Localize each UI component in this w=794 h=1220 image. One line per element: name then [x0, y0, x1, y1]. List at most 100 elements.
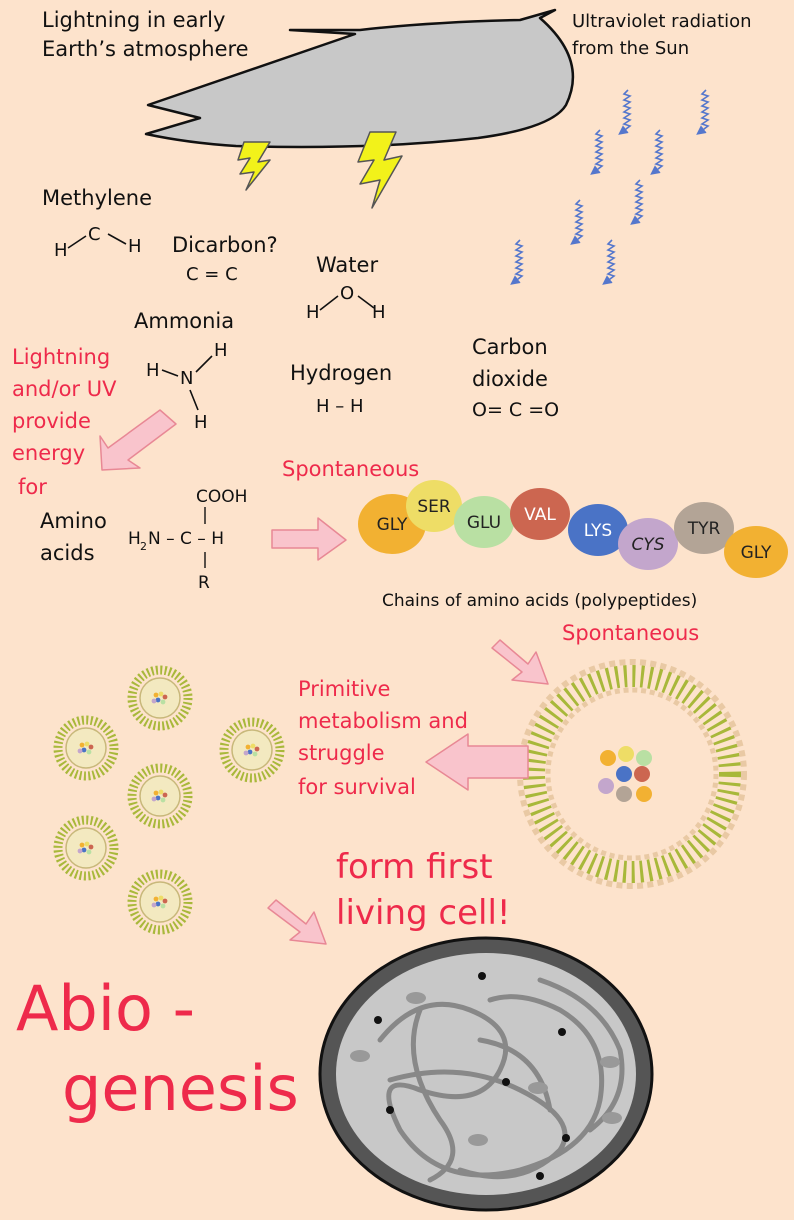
- arrow-left-icon: [425, 733, 529, 791]
- amino-acid-bead-label: GLY: [377, 515, 408, 535]
- co2-label-line-1: Carbon: [472, 335, 548, 359]
- energy-note-line: provide: [12, 409, 91, 433]
- small-vesicle: [58, 720, 114, 776]
- spontaneous-label-1: Spontaneous: [282, 457, 419, 481]
- cell-granules: [350, 972, 622, 1180]
- ammonia-h3: H: [194, 412, 208, 433]
- molecule-carbon-dioxide: Carbon dioxide O= C =O: [472, 335, 559, 421]
- chain-caption: Chains of amino acids (polypeptides): [382, 591, 697, 611]
- first-cell-note-line-1: form first: [336, 847, 493, 887]
- amino-label-line-1: Amino: [40, 509, 107, 533]
- ammonia-label: Ammonia: [134, 309, 234, 333]
- amino-subscript: 2: [140, 540, 147, 553]
- arrow-down-right-icon: [491, 639, 549, 685]
- energy-note-line: Lightning: [12, 345, 110, 369]
- small-vesicle: [132, 670, 188, 726]
- methylene-c: C: [88, 224, 101, 245]
- energy-note-line: energy: [12, 441, 85, 465]
- small-vesicle: [224, 722, 280, 778]
- metabolism-note-line: metabolism and: [298, 709, 468, 733]
- ammonia-n: N: [180, 368, 193, 389]
- title-genesis: genesis: [62, 1052, 299, 1125]
- arrow-right-icon: [271, 517, 347, 561]
- amino-acid-bead-label: GLY: [741, 543, 772, 563]
- uv-radiation-icon: [510, 89, 710, 285]
- methylene-label: Methylene: [42, 186, 152, 210]
- arrow-down-right-icon: [267, 899, 327, 945]
- amino-acid-bead-shape: [618, 518, 678, 570]
- amino-acid-bead-label: CYS: [631, 535, 664, 555]
- lightning-bolt-icon: [357, 131, 403, 209]
- title-abio: Abio -: [16, 972, 195, 1045]
- amino-acid-bead-shape: [406, 480, 462, 532]
- water-h1: H: [306, 302, 320, 323]
- molecule-water: Water O H H: [306, 253, 386, 323]
- energy-note-line: for: [18, 475, 47, 499]
- water-label: Water: [316, 253, 378, 277]
- small-vesicle: [132, 874, 188, 930]
- molecule-ammonia: Ammonia N H H H: [134, 309, 234, 433]
- amino-cooh: COOH: [196, 487, 247, 507]
- methylene-h1: H: [54, 240, 68, 261]
- molecule-hydrogen: Hydrogen H – H: [290, 361, 392, 417]
- metabolism-note-line: Primitive: [298, 677, 390, 701]
- amino-acid-bead: GLU: [454, 496, 514, 548]
- amino-acid-bead-label: SER: [417, 497, 451, 517]
- hydrogen-label: Hydrogen: [290, 361, 392, 385]
- water-h2: H: [372, 302, 386, 323]
- first-cell-note-line-2: living cell!: [336, 893, 511, 933]
- amino-h: H: [128, 529, 141, 549]
- cell-dna: [377, 977, 625, 1183]
- amino-backbone: N – C – H: [148, 529, 224, 549]
- ammonia-h2: H: [214, 340, 228, 361]
- spontaneous-label-2: Spontaneous: [562, 621, 699, 645]
- molecule-methylene: Methylene C H H: [42, 186, 152, 261]
- metabolism-note: Primitive metabolism and struggle for su…: [298, 677, 468, 799]
- small-vesicle: [58, 820, 114, 876]
- amino-acid: Amino acids COOH H 2 N – C – H R: [40, 487, 247, 593]
- co2-label-line-2: dioxide: [472, 367, 548, 391]
- vesicle-population: [58, 670, 280, 930]
- first-living-cell: [318, 936, 654, 1212]
- amino-acid-bead: CYS: [618, 518, 678, 570]
- amino-acid-bead: GLY: [724, 526, 788, 578]
- amino-label-line-2: acids: [40, 541, 95, 565]
- polypeptide-chain: GLY SER GLU VAL LYS CYS TYR GLY: [358, 480, 788, 578]
- amino-r-group: R: [198, 573, 210, 593]
- metabolism-note-line: struggle: [298, 741, 385, 765]
- lightning-title-line-1: Lightning in early: [42, 8, 225, 32]
- storm-cloud: [144, 8, 575, 149]
- metabolism-note-line: for survival: [298, 775, 416, 799]
- small-vesicle: [132, 768, 188, 824]
- uv-title-line-1: Ultraviolet radiation: [572, 11, 752, 32]
- amino-acid-bead: SER: [406, 480, 462, 532]
- amino-acid-bead: VAL: [510, 488, 570, 540]
- amino-acid-bead: LYS: [568, 504, 628, 556]
- amino-acid-bead-shape: [454, 496, 514, 548]
- lightning-title-line-2: Earth’s atmosphere: [42, 37, 249, 61]
- amino-acid-bead-shape: [674, 502, 734, 554]
- amino-acid-bead-label: TYR: [687, 519, 721, 539]
- vesicle-polypeptides: [598, 746, 652, 802]
- protocell-vesicle: [517, 659, 747, 889]
- amino-acid-bead-label: GLU: [467, 513, 501, 533]
- ammonia-h1: H: [146, 360, 160, 381]
- amino-acid-bead-shape: [510, 488, 570, 540]
- amino-acid-bead-label: LYS: [584, 521, 612, 541]
- amino-acid-bead: TYR: [674, 502, 734, 554]
- amino-acid-bead-shape: [568, 504, 628, 556]
- uv-title-line-2: from the Sun: [572, 38, 689, 59]
- energy-note-line: and/or UV: [12, 377, 117, 401]
- energy-note: Lightning and/or UV provide energy for: [12, 345, 117, 499]
- arrow-down-left-icon: [99, 409, 177, 471]
- water-o: O: [340, 283, 354, 304]
- methylene-h2: H: [128, 236, 142, 257]
- amino-acid-bead-label: VAL: [524, 505, 556, 525]
- lightning-bolt-icon: [237, 141, 271, 191]
- dicarbon-label: Dicarbon?: [172, 233, 278, 257]
- molecule-dicarbon: Dicarbon? C = C: [172, 233, 278, 285]
- hydrogen-formula: H – H: [316, 396, 364, 417]
- co2-formula: O= C =O: [472, 399, 559, 421]
- amino-acid-bead-shape: [724, 526, 788, 578]
